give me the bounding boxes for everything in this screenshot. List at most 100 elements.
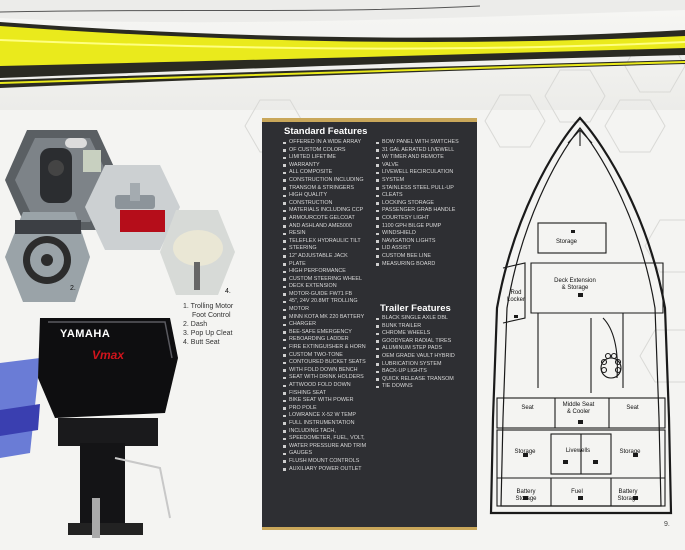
- boat-layout-diagram: [489, 116, 673, 515]
- photo-pop-up-cleat: [85, 165, 180, 250]
- feature-list-item: MEASURING BOARD: [375, 261, 475, 269]
- feature-list-item: CONSTRUCTION INCLUDING: [282, 177, 374, 185]
- feature-list-item: ALUMINUM STEP PADS: [375, 345, 475, 353]
- caption-num-3: 3.: [183, 330, 189, 337]
- photo-number-2: 2.: [70, 285, 76, 292]
- feature-list-item: CLEATS: [375, 192, 475, 200]
- feature-list-item: REBOARDING LADDER: [282, 336, 374, 344]
- feature-list-item: BOW PANEL WITH SWITCHES: [375, 139, 475, 147]
- feature-list-item: ARMOURCOTE GELCOAT: [282, 215, 374, 223]
- feature-list-item: BACK-UP LIGHTS: [375, 368, 475, 376]
- feature-list-item: OEM GRADE VAULT HYBRID: [375, 353, 475, 361]
- diagram-label-livewells: Livewells: [565, 448, 591, 454]
- feature-list-item: CUSTOM TWO-TONE: [282, 352, 374, 360]
- diagram-label-deck-extension: Deck Extension& Storage: [554, 278, 596, 291]
- feature-list-item: TELEFLEX HYDRAULIC TILT: [282, 238, 374, 246]
- panel-top-border: [262, 118, 477, 122]
- feature-list-item: CUSTOM BEE LINE: [375, 253, 475, 261]
- feature-list-item: CUSTOM STEERING WHEEL: [282, 276, 374, 284]
- feature-list-item: FULL INSTRUMENTATION: [282, 420, 374, 428]
- feature-list-item: GOODYEAR RADIAL TIRES: [375, 338, 475, 346]
- feature-list-item: SYSTEM: [375, 177, 475, 185]
- feature-list-item: WARRANTY: [282, 162, 374, 170]
- feature-list-item: LOWRANCE X-52 W TEMP: [282, 412, 374, 420]
- feature-list-item: LIVEWELL RECIRCULATION: [375, 169, 475, 177]
- yellow-swoosh-graphic: [0, 0, 685, 88]
- feature-list-item: LID ASSIST: [375, 245, 475, 253]
- feature-list-item: ALL COMPOSITE: [282, 169, 374, 177]
- engine-brand: YAMAHA: [60, 328, 111, 340]
- feature-list-item: 31 GAL AERATED LIVEWELL: [375, 147, 475, 155]
- diagram-label-storage-bow: Storage: [556, 239, 578, 245]
- feature-list-item: HIGH QUALITY: [282, 192, 374, 200]
- feature-list-item: W/ TIMER AND REMOTE: [375, 154, 475, 162]
- feature-list-item: 1100 GPH BILGE PUMP: [375, 223, 475, 231]
- panel-bottom-border: [262, 527, 477, 530]
- feature-list-item: TRANSOM & STRINGERS: [282, 185, 374, 193]
- caption-text-4: Butt Seat: [190, 339, 220, 346]
- caption-num-2: 2.: [183, 321, 189, 328]
- feature-list-item: AUXILIARY POWER OUTLET: [282, 466, 374, 474]
- feature-list-item: TIE DOWNS: [375, 383, 475, 391]
- feature-list-item: WATER PRESSURE AND TRIM: [282, 443, 374, 451]
- engine-model: Vmax: [92, 348, 125, 362]
- feature-list-item: PLATE: [282, 261, 374, 269]
- feature-list-item: RESIN: [282, 230, 374, 238]
- feature-list-item: ATTWOOD FOLD DOWN: [282, 382, 374, 390]
- feature-list-item: BIKE SEAT WITH POWER: [282, 397, 374, 405]
- diagram-label-seat-right: Seat: [626, 405, 639, 411]
- feature-list-item: QUICK RELEASE TRANSOM: [375, 376, 475, 384]
- diagram-label-storage-right: Storage: [619, 449, 641, 455]
- feature-list-item: VALVE: [375, 162, 475, 170]
- feature-list-item: SEAT WITH DRINK HOLDERS: [282, 374, 374, 382]
- photo-number-4: 4.: [225, 288, 231, 295]
- feature-list-item: WITH FOLD DOWN BENCH: [282, 367, 374, 375]
- caption-text-1-line2: Foot Control: [192, 312, 231, 319]
- caption-text-1: Trolling Motor: [190, 303, 234, 310]
- feature-list-item: STAINLESS STEEL PULL-UP: [375, 185, 475, 193]
- feature-list-item: DECK EXTENSION: [282, 283, 374, 291]
- feature-list-item: MATERIALS INCLUDING CCP: [282, 207, 374, 215]
- feature-list-item: HIGH PERFORMANCE: [282, 268, 374, 276]
- features-panel: Standard Features OFFERED IN A WIDE ARRA…: [262, 118, 477, 530]
- feature-list-item: STEERING: [282, 245, 374, 253]
- caption-num-1: 1.: [183, 303, 189, 310]
- diagram-label-storage-left: Storage: [514, 449, 536, 455]
- feature-list-item: FISHING SEAT: [282, 390, 374, 398]
- feature-list-item: CHARGER: [282, 321, 374, 329]
- feature-list-item: AND ASHLAND AME5000: [282, 223, 374, 231]
- feature-list-item: INCLUDING TACH,: [282, 428, 374, 436]
- feature-list-item: BLACK SINGLE AXLE DBL: [375, 315, 475, 323]
- feature-list-item: FLUSH MOUNT CONTROLS: [282, 458, 374, 466]
- outboard-engine-photo: YAMAHA Vmax: [0, 318, 180, 550]
- feature-list-item: OFFERED IN A WIDE ARRAY: [282, 139, 374, 147]
- feature-list-item: PASSENGER GRAB HANDLE: [375, 207, 475, 215]
- photo-butt-seat: [160, 210, 235, 295]
- feature-list-item: MOTOR-GUIDE FW71 FB: [282, 291, 374, 299]
- feature-list-item: GAUGES: [282, 450, 374, 458]
- caption-text-2: Dash: [190, 321, 208, 328]
- feature-list-item: COURTESY LIGHT: [375, 215, 475, 223]
- feature-list-item: PRO POLE: [282, 405, 374, 413]
- feature-list-item: LUBRICATION SYSTEM: [375, 361, 475, 369]
- diagram-label-fuel: Fuel: [571, 489, 583, 495]
- feature-list-item: NAVIGATION LIGHTS: [375, 238, 475, 246]
- feature-list-item: MINN KOTA MK 220 BATTERY: [282, 314, 374, 322]
- caption-text-3: Pop Up Cleat: [190, 330, 233, 337]
- feature-list-item: 45", 24V 20.8MT TROLLING: [282, 298, 374, 306]
- photo-captions: 1. Trolling Motor Foot Control 2. Dash 3…: [183, 302, 233, 347]
- feature-list-item: BEE-SAFE EMERGENCY: [282, 329, 374, 337]
- feature-list-item: CHROME WHEELS: [375, 330, 475, 338]
- feature-list-item: CONSTRUCTION: [282, 200, 374, 208]
- feature-list-item: LOCKING STORAGE: [375, 200, 475, 208]
- photo-dash: [5, 212, 90, 302]
- diagram-label-seat-left: Seat: [521, 405, 534, 411]
- caption-num-4: 4.: [183, 339, 189, 346]
- feature-list-item: CONTOURED BUCKET SEATS: [282, 359, 374, 367]
- feature-list-item: SPEEDOMETER, FUEL, VOLT,: [282, 435, 374, 443]
- feature-list-item: LIMITED LIFETIME: [282, 154, 374, 162]
